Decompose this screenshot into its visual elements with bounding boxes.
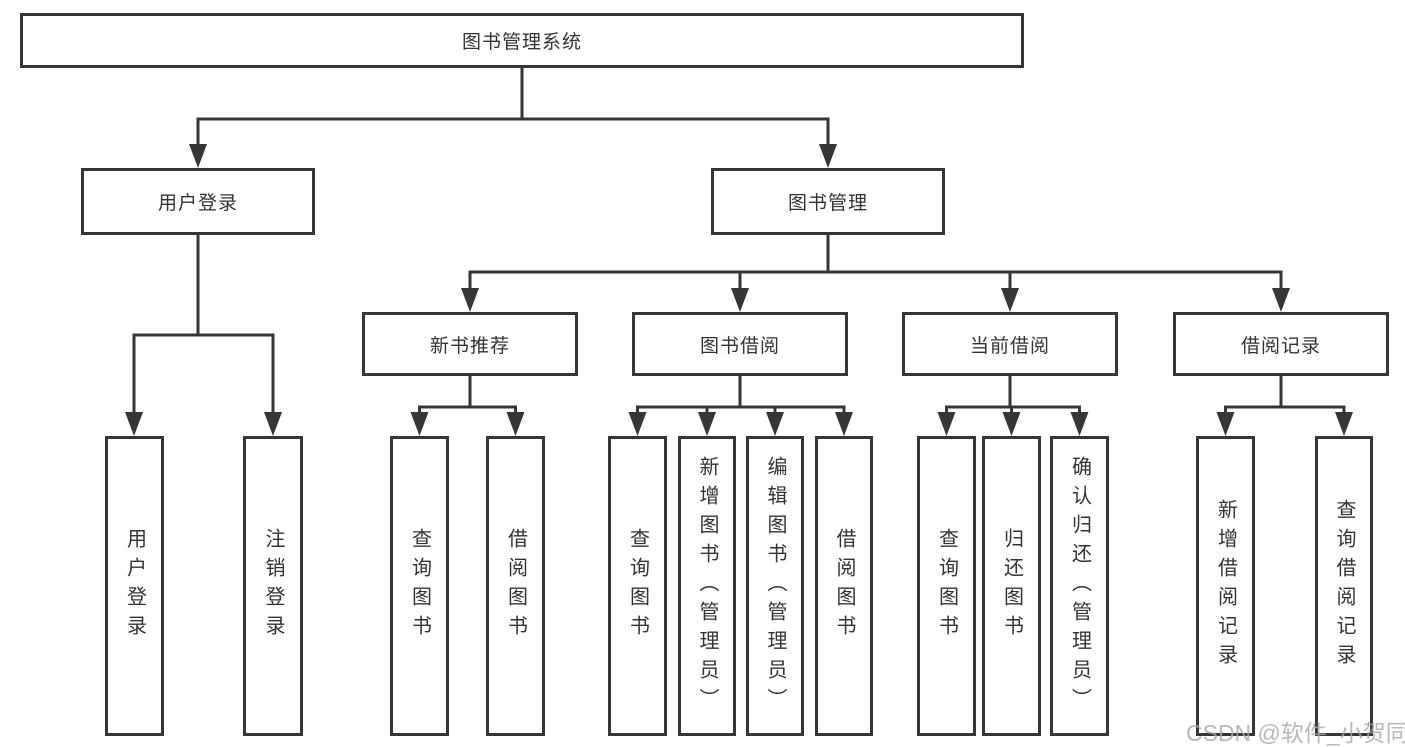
leaf-add-borrow-record-label: 新增借阅记录 [1214,499,1237,673]
leaf-edit-book-admin-label: 编辑图书（管理员） [764,455,786,717]
node-new-book-recommend-label: 新书推荐 [429,335,510,357]
node-library-system: 图书管理系统 [20,13,1024,68]
leaf-confirm-return-admin-label: 确认归还（管理员） [1068,455,1091,717]
node-book-borrowing: 图书借阅 [632,312,848,376]
leaf-borrow-books-1: 借阅图书 [486,436,545,736]
leaf-confirm-return-admin: 确认归还（管理员） [1050,436,1109,736]
leaf-query-books-3: 查询图书 [917,436,976,736]
leaf-query-borrow-record-label: 查询借阅记录 [1333,499,1355,673]
node-book-borrowing-label: 图书借阅 [699,335,780,357]
leaf-edit-book-admin: 编辑图书（管理员） [746,436,804,736]
leaf-query-books-1: 查询图书 [390,436,449,736]
node-book-management: 图书管理 [711,168,945,235]
leaf-logout: 注销登录 [243,436,303,736]
leaf-user-login: 用户登录 [105,436,164,736]
leaf-user-login-label: 用户登录 [123,528,146,644]
leaf-return-books: 归还图书 [982,436,1041,736]
leaf-logout-label: 注销登录 [262,528,284,644]
leaf-query-books-3-label: 查询图书 [935,528,958,644]
leaf-borrow-books-1-label: 借阅图书 [504,528,527,644]
leaf-query-books-2: 查询图书 [608,436,667,736]
node-new-book-recommend: 新书推荐 [362,312,578,376]
leaf-add-book-admin-label: 新增图书（管理员） [696,455,718,717]
leaf-add-book-admin: 新增图书（管理员） [678,436,736,736]
node-borrowing-records: 借阅记录 [1173,312,1389,376]
leaf-query-books-1-label: 查询图书 [408,528,431,644]
node-book-management-label: 图书管理 [787,193,868,214]
leaf-return-books-label: 归还图书 [1000,528,1023,644]
node-user-login: 用户登录 [81,168,315,235]
node-current-borrowing: 当前借阅 [902,312,1118,376]
leaf-borrow-books-2: 借阅图书 [815,436,873,736]
leaf-borrow-books-2-label: 借阅图书 [833,528,855,644]
leaf-add-borrow-record: 新增借阅记录 [1196,436,1255,736]
leaf-query-borrow-record: 查询借阅记录 [1315,436,1373,736]
leaf-query-books-2-label: 查询图书 [626,528,649,644]
arrowhead-icons [125,144,1353,436]
node-current-borrowing-label: 当前借阅 [969,335,1050,357]
node-borrowing-records-label: 借阅记录 [1240,335,1321,357]
node-library-system-label: 图书管理系统 [461,32,582,53]
csdn-watermark: CSDN @软件_小贺同学 [1186,720,1405,746]
node-user-login-label: 用户登录 [157,193,238,214]
